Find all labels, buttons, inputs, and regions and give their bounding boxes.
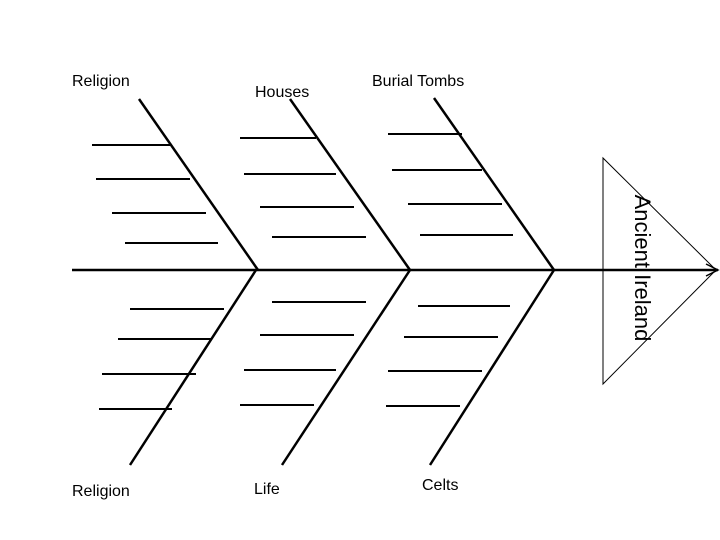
category-label-top-burial-tombs: Burial Tombs — [372, 73, 464, 90]
category-label-bottom-religion: Religion — [72, 483, 130, 500]
bone-bottom-life — [280, 269, 412, 466]
category-label-top-religion: Religion — [72, 73, 130, 90]
category-label-top-houses: Houses — [255, 84, 309, 101]
effect-label: Ancient Ireland — [630, 195, 655, 342]
bone-bottom-religion — [128, 269, 258, 466]
bone-top-houses — [288, 98, 412, 271]
bone-top-burial-tombs — [432, 97, 556, 271]
bone-bottom-celts — [428, 269, 556, 466]
category-label-bottom-life: Life — [254, 481, 280, 498]
spine-arrowhead — [705, 263, 720, 277]
bone-top-religion — [137, 98, 260, 271]
category-label-bottom-celts: Celts — [422, 477, 458, 494]
effect-head-triangle — [602, 156, 717, 386]
